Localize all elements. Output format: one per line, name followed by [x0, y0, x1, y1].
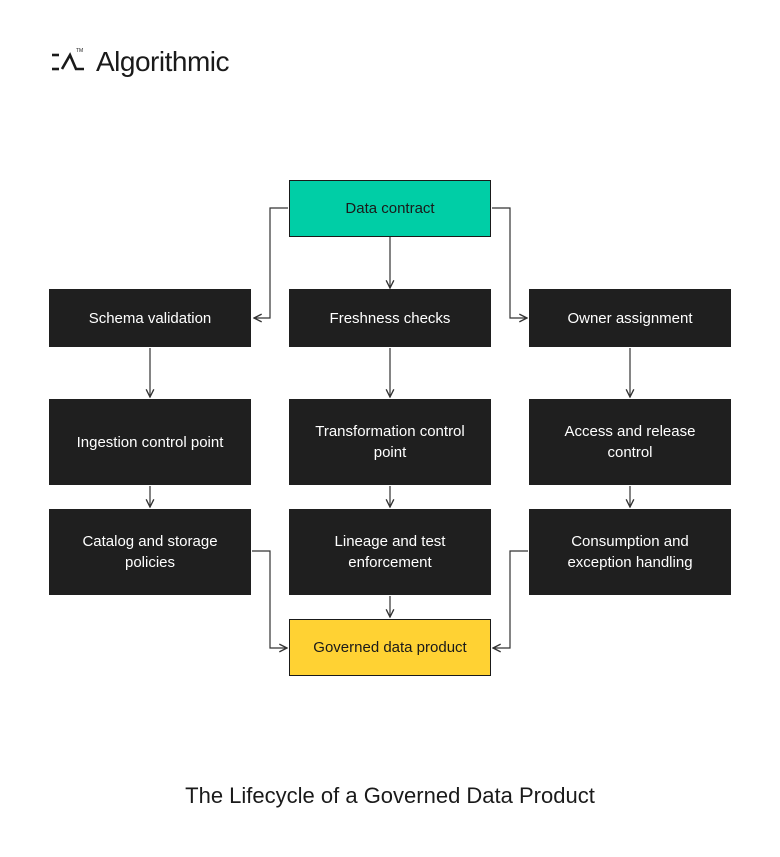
node-data-contract: Data contract: [289, 180, 491, 237]
node-access-release-control: Access and release control: [529, 399, 731, 485]
diagram-title: The Lifecycle of a Governed Data Product: [185, 783, 595, 808]
trademark-mark: TM: [76, 48, 83, 54]
brand-name: Algorithmic: [96, 46, 229, 77]
brand-logo: TM Algorithmic: [50, 45, 229, 79]
node-ingestion-control-point: Ingestion control point: [49, 399, 251, 485]
edge-contract-to-owner: [492, 207, 527, 318]
node-governed-data-product: Governed data product: [289, 619, 491, 676]
node-freshness-checks: Freshness checks: [289, 289, 491, 347]
node-consumption-exception-handling: Consumption and exception handling: [529, 509, 731, 595]
node-schema-validation: Schema validation: [49, 289, 251, 347]
algorithmic-logo-icon: TM: [52, 48, 84, 71]
node-catalog-storage-policies: Catalog and storage policies: [49, 509, 251, 595]
edge-consumption-to-product: [493, 550, 528, 648]
node-lineage-test-enforcement: Lineage and test enforcement: [289, 509, 491, 595]
edge-catalog-to-product: [252, 550, 287, 648]
node-transformation-control-point: Transformation control point: [289, 399, 491, 485]
node-owner-assignment: Owner assignment: [529, 289, 731, 347]
edge-contract-to-schema: [254, 207, 288, 318]
